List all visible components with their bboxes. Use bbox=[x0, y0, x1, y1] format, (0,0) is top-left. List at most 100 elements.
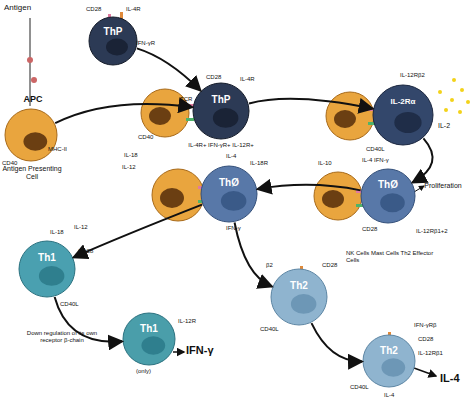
cell-name: IL-2Rα bbox=[372, 98, 434, 107]
cell-note: IL-4R+ IFN-γR+ IL-12R+ bbox=[186, 142, 256, 149]
cell-body bbox=[123, 313, 175, 365]
cell-body bbox=[361, 169, 415, 223]
cell-node: Th2 bbox=[270, 268, 328, 326]
apc-cell bbox=[152, 169, 204, 221]
cell-note: Proliferation bbox=[418, 182, 468, 190]
cell-node: ThPIL-4R+ IFN-γR+ IL-12R+ bbox=[192, 82, 250, 140]
apc-nucleus bbox=[334, 110, 356, 128]
cell-name: Th2 bbox=[362, 345, 416, 356]
il2-dot bbox=[460, 88, 464, 92]
receptor-label: IFN-γ bbox=[226, 225, 250, 232]
antigen-particle bbox=[27, 57, 33, 63]
cell-outline bbox=[18, 240, 76, 298]
receptor-label: IL-4 bbox=[384, 392, 402, 399]
cell-name: ThP bbox=[192, 94, 250, 105]
receptor-label: CD40L bbox=[260, 326, 286, 333]
cell-body bbox=[271, 269, 327, 325]
receptor-label: TCR bbox=[180, 96, 198, 103]
differentiation-arrow bbox=[55, 104, 192, 123]
apc-nucleus bbox=[322, 190, 344, 208]
receptor-label: (only) bbox=[136, 368, 162, 375]
cell-body bbox=[193, 83, 249, 139]
il2-dot bbox=[438, 90, 442, 94]
receptor-label: IL-4 bbox=[226, 153, 246, 160]
secretion-arrow bbox=[173, 351, 184, 353]
receptor-label: CD40L bbox=[350, 384, 376, 391]
receptor-label: CD28 bbox=[362, 226, 384, 233]
cell-note: Antigen Presenting Cell bbox=[0, 165, 64, 180]
cytokine-output: IFN-γ bbox=[186, 344, 220, 356]
differentiation-arrow bbox=[137, 48, 201, 90]
cell-outline bbox=[362, 334, 416, 388]
cell-outline bbox=[270, 268, 328, 326]
cell-body bbox=[373, 85, 433, 145]
cytokine-output: IL-4 bbox=[440, 372, 470, 384]
cell-body bbox=[89, 17, 137, 65]
receptor-label: IL-12 bbox=[74, 224, 96, 231]
cell-node: APCAntigen Presenting Cell bbox=[4, 108, 58, 162]
receptor-label: CD28 bbox=[418, 336, 440, 343]
cell-outline bbox=[200, 165, 258, 223]
il2-dot bbox=[444, 108, 448, 112]
cell-nucleus bbox=[221, 191, 247, 211]
receptor-label: IL-4 IFN-γ bbox=[362, 157, 404, 164]
receptor-label: CD28 bbox=[206, 74, 228, 81]
cell-nucleus bbox=[141, 336, 165, 354]
receptor-label: IL-12Rβ1+2 bbox=[416, 228, 462, 235]
cell-outline bbox=[88, 16, 138, 66]
cell-nucleus bbox=[394, 112, 421, 133]
differentiation-arrow bbox=[258, 185, 361, 191]
cell-nucleus bbox=[381, 358, 405, 376]
cell-node: Th2 bbox=[362, 334, 416, 388]
il2-dot bbox=[466, 100, 470, 104]
cell-outline bbox=[360, 168, 416, 224]
receptor-label: IL-12R bbox=[178, 318, 206, 325]
receptor-label: CD28 bbox=[86, 6, 108, 13]
receptor-label: IL-10 bbox=[318, 160, 340, 167]
cell-body bbox=[363, 335, 415, 387]
il2-dot bbox=[458, 110, 462, 114]
receptor-label: CD28 bbox=[322, 262, 344, 269]
receptor-label: IL-12 bbox=[122, 164, 144, 171]
apc-nucleus bbox=[149, 107, 171, 125]
receptor-label: IL-12Rβ1 bbox=[418, 350, 456, 357]
differentiation-arrow bbox=[413, 138, 433, 182]
cell-name: Th1 bbox=[18, 252, 76, 263]
cell-name: ThØ bbox=[360, 179, 416, 190]
receptor-label: IL-4R bbox=[240, 76, 262, 83]
cell-node: Th1Down regulation of its own receptor β… bbox=[18, 240, 76, 298]
receptor-label: IL-4R bbox=[126, 6, 150, 13]
cell-node: ThP bbox=[88, 16, 138, 66]
cell-nucleus bbox=[39, 266, 65, 286]
apc-cell bbox=[326, 92, 374, 140]
receptor-label: β2 bbox=[266, 262, 278, 269]
receptor-symbol bbox=[186, 118, 194, 121]
receptor-symbol bbox=[186, 104, 194, 107]
cell-nucleus bbox=[23, 132, 47, 150]
cell-name: ThP bbox=[88, 26, 138, 37]
differentiation-arrow bbox=[311, 323, 362, 361]
il2-dot bbox=[452, 78, 456, 82]
cell-nucleus bbox=[380, 193, 405, 212]
cell-outline bbox=[372, 84, 434, 146]
receptor-label: MHC-II bbox=[48, 146, 78, 153]
cell-body bbox=[5, 109, 57, 161]
cell-node: ThØ bbox=[200, 165, 258, 223]
cell-name: APC bbox=[18, 95, 48, 105]
receptor-label: IL-18 bbox=[50, 229, 72, 236]
receptor-label: CD40 bbox=[138, 134, 160, 141]
cell-outline bbox=[122, 312, 176, 366]
cell-nucleus bbox=[106, 39, 128, 56]
differentiation-arrow bbox=[74, 205, 202, 258]
receptor-label: CD40 bbox=[2, 160, 26, 167]
cell-name: Th1 bbox=[122, 323, 176, 334]
receptor-label: CD28 bbox=[78, 248, 100, 255]
cell-node: ThØProliferation bbox=[360, 168, 416, 224]
apc-nucleus bbox=[160, 188, 184, 208]
receptor-label: IL-2 bbox=[438, 122, 458, 130]
apc-cell bbox=[314, 172, 362, 220]
receptor-label: IFN-γRβ bbox=[414, 322, 448, 329]
cell-outline bbox=[4, 108, 58, 162]
il2-dot bbox=[450, 98, 454, 102]
cell-nucleus bbox=[213, 108, 239, 128]
